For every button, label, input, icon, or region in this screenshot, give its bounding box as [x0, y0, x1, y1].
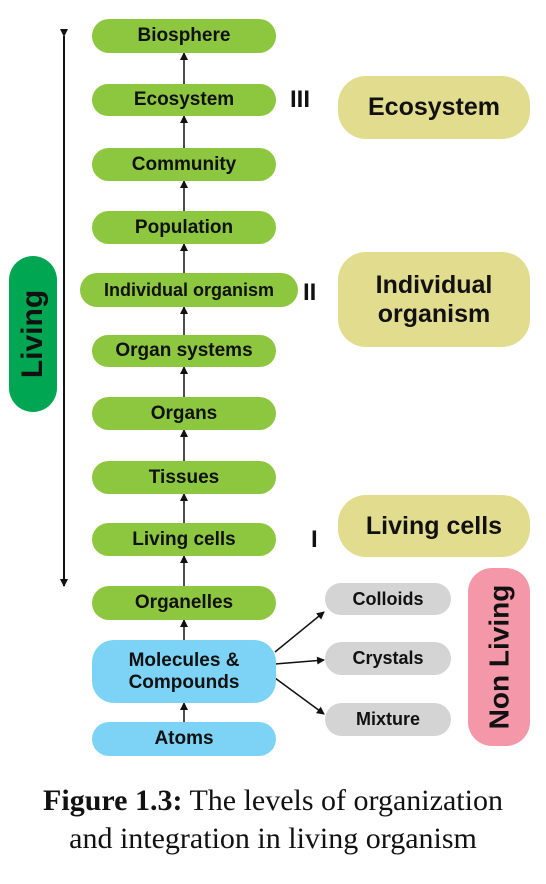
level-individual-organism: Individual organism — [80, 273, 298, 307]
level-atoms: Atoms — [92, 722, 276, 756]
level-community: Community — [92, 148, 276, 181]
caption-line-1-text: The levels of organization — [189, 784, 503, 817]
marker-one: I — [311, 526, 318, 553]
caption-line-2: and integration in living organism — [69, 822, 477, 855]
arrow-molecules-to-crystals — [274, 656, 325, 665]
level-organ-systems: Organ systems — [92, 335, 276, 367]
figure-caption: Figure 1.3: The levels of organization a… — [0, 782, 546, 858]
level-organelles: Organelles — [92, 586, 276, 620]
level-organs: Organs — [92, 397, 276, 430]
level-molecules-compounds: Molecules & Compounds — [92, 640, 276, 703]
level-ecosystem: Ecosystem — [92, 84, 276, 116]
non-living-colloids: Colloids — [325, 583, 451, 615]
arrow-molecules-to-colloids — [274, 611, 325, 653]
caption-line-1: Figure 1.3: The levels of organization — [0, 782, 546, 820]
caption-label: Figure 1.3: — [43, 784, 183, 817]
callout-individual-organism: Individual organism — [338, 252, 530, 347]
marker-three: III — [290, 86, 311, 113]
marker-two: II — [303, 279, 317, 306]
callout-living-cells: Living cells — [338, 495, 530, 557]
non-living-mixture: Mixture — [325, 703, 451, 736]
living-label: Living — [9, 256, 57, 412]
level-biosphere: Biosphere — [92, 19, 276, 53]
callout-ecosystem: Ecosystem — [338, 76, 530, 139]
non-living-crystals: Crystals — [325, 642, 451, 675]
level-population: Population — [92, 211, 276, 244]
level-tissues: Tissues — [92, 461, 276, 494]
level-living-cells: Living cells — [92, 523, 276, 556]
arrow-molecules-to-mixture — [274, 677, 325, 715]
non-living-label: Non Living — [468, 568, 530, 746]
